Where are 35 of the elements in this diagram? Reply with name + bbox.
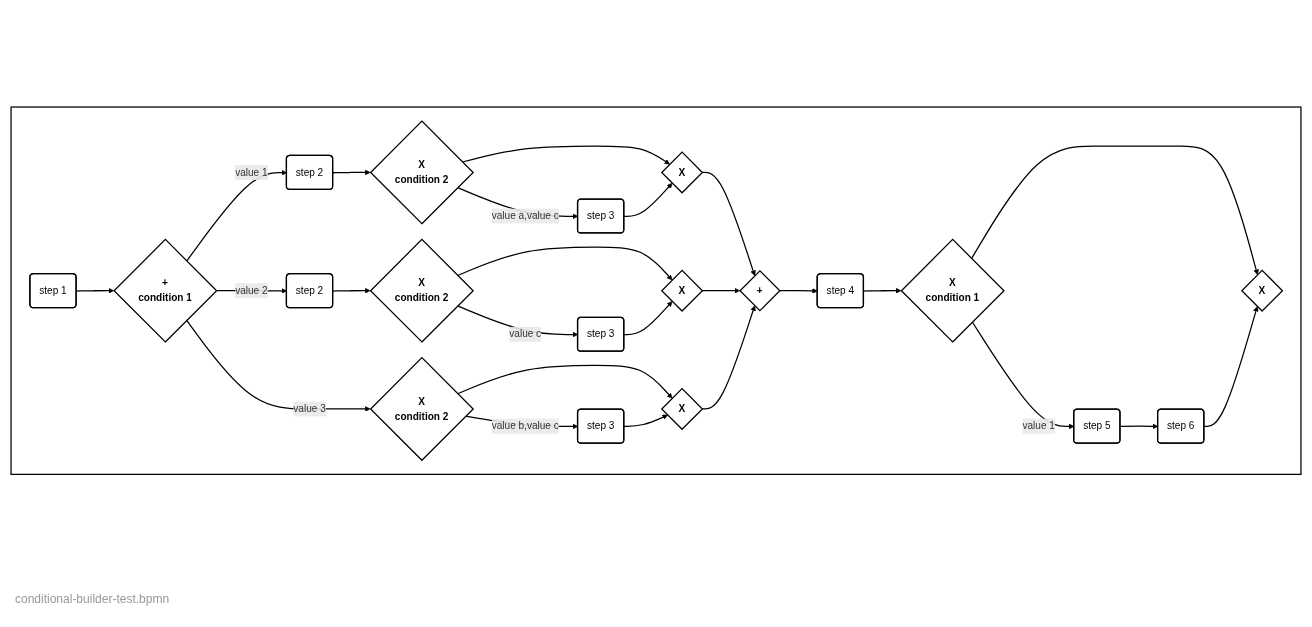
node-diamond: + condition 1 (113, 238, 218, 344)
arrow (461, 145, 670, 165)
cluster (10, 106, 1302, 476)
node-diamond: + (739, 270, 781, 312)
arrow (457, 365, 673, 399)
node-diamond: X condition 2 (369, 238, 475, 344)
arrow (623, 301, 673, 336)
caption: conditional-builder-test.bpmn (15, 592, 170, 606)
edge-label: value c (509, 328, 542, 340)
node-diamond: X condition 2 (369, 357, 475, 462)
arrow (701, 172, 756, 277)
arrow (970, 145, 1259, 276)
arrow (457, 246, 673, 281)
arrow (623, 414, 668, 428)
arrow (332, 169, 371, 176)
node-diamond: X (660, 388, 704, 431)
edge-label: value a,value c (491, 210, 559, 222)
arrow (186, 170, 287, 262)
arrow (778, 288, 818, 294)
node-diamond: X condition 2 (369, 120, 475, 225)
edge-label: value b,value c (491, 420, 559, 432)
arrow (701, 288, 740, 294)
edge-label: value 1 (235, 167, 268, 178)
edge-label: value 2 (235, 285, 268, 297)
node-diamond: X condition 1 (900, 238, 1005, 344)
arrow (623, 183, 673, 218)
arrow (701, 305, 756, 410)
arrow (1203, 306, 1259, 428)
edge-label: value 1 (1022, 420, 1055, 432)
arrow (332, 288, 371, 294)
edge-label: value 3 (293, 403, 326, 415)
node-diamond: X (1240, 269, 1284, 313)
arrow (863, 288, 902, 294)
node-diamond: X (660, 269, 704, 313)
node-diamond: X (660, 151, 704, 194)
